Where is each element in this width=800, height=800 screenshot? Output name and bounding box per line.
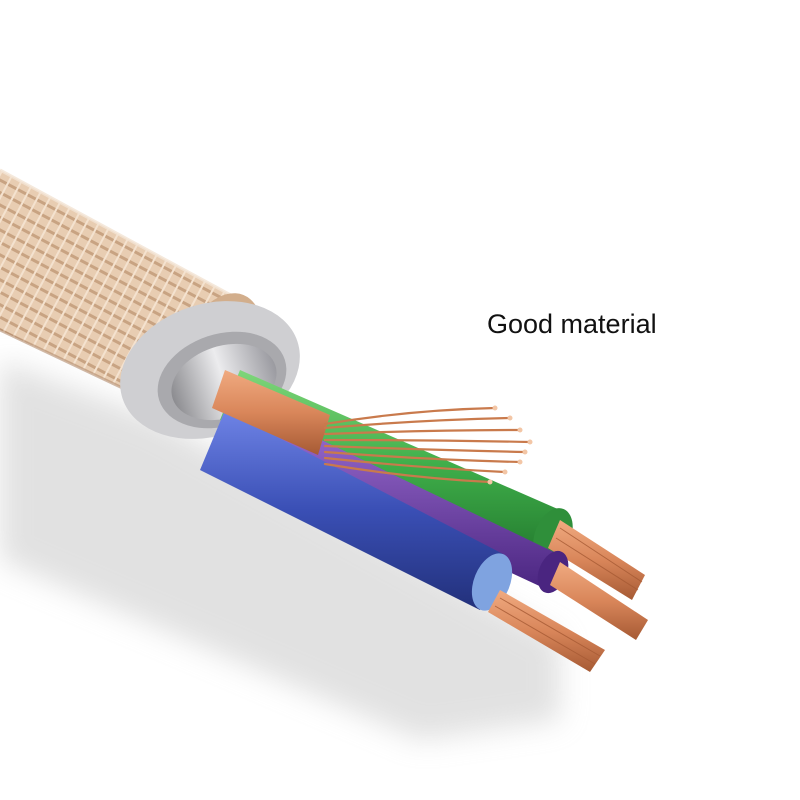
caption-text: Good material xyxy=(487,309,657,339)
copper-wire xyxy=(212,370,533,485)
cast-shadow xyxy=(0,360,560,740)
blue-wire xyxy=(200,410,605,672)
